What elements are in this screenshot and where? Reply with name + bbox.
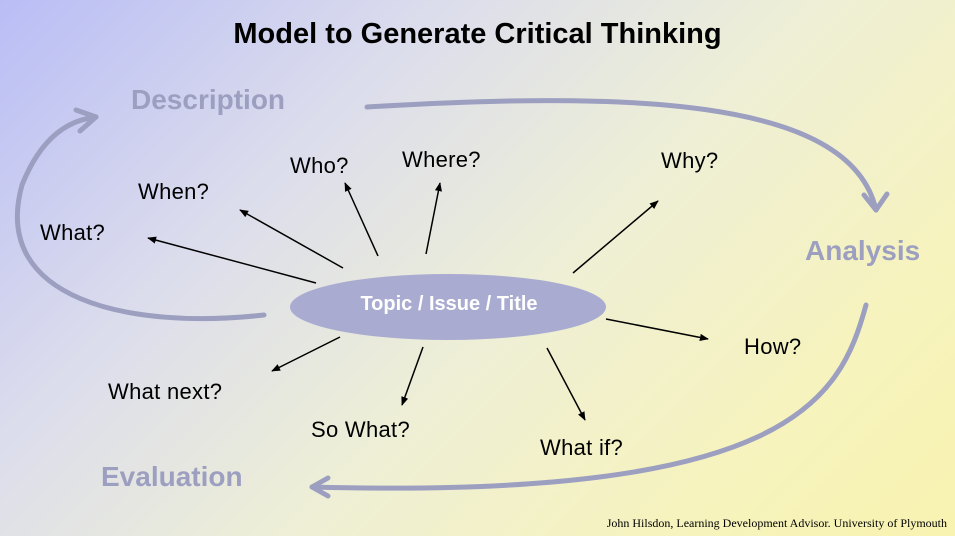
arrow-evaluation-to-description	[14, 114, 267, 322]
question-what: What?	[40, 220, 106, 245]
spoke-who	[344, 182, 379, 257]
question-who: Who?	[290, 153, 349, 178]
question-so-what: So What?	[311, 417, 411, 442]
spoke-what-next	[271, 336, 341, 372]
stage-description: Description	[131, 84, 286, 115]
credit-line: John Hilsdon, Learning Development Advis…	[606, 516, 947, 530]
question-how: How?	[744, 334, 802, 359]
question-why: Why?	[661, 148, 719, 173]
spoke-how	[605, 318, 709, 341]
stage-evaluation: Evaluation	[101, 461, 243, 492]
spoke-arrows	[147, 182, 709, 421]
question-what-next: What next?	[108, 379, 223, 404]
question-when: When?	[138, 179, 210, 204]
arrowhead-description	[73, 107, 99, 134]
arrowhead-evaluation	[309, 475, 331, 499]
arrow-description-to-analysis	[364, 98, 879, 213]
cycle-arrows	[14, 98, 890, 499]
stage-analysis: Analysis	[805, 235, 921, 266]
diagram-title: Model to Generate Critical Thinking	[233, 18, 722, 50]
arrowhead-analysis	[861, 191, 890, 213]
spoke-what-if	[546, 347, 586, 421]
question-where: Where?	[402, 147, 481, 172]
spoke-so-what	[401, 346, 424, 406]
spoke-where	[425, 182, 442, 255]
arrow-analysis-to-evaluation	[309, 302, 869, 491]
hub-label: Topic / Issue / Title	[360, 293, 538, 315]
spoke-why	[572, 200, 659, 274]
spoke-when	[239, 209, 344, 269]
spoke-what	[147, 236, 317, 284]
topic-hub	[290, 274, 606, 340]
question-what-if: What if?	[540, 435, 624, 460]
